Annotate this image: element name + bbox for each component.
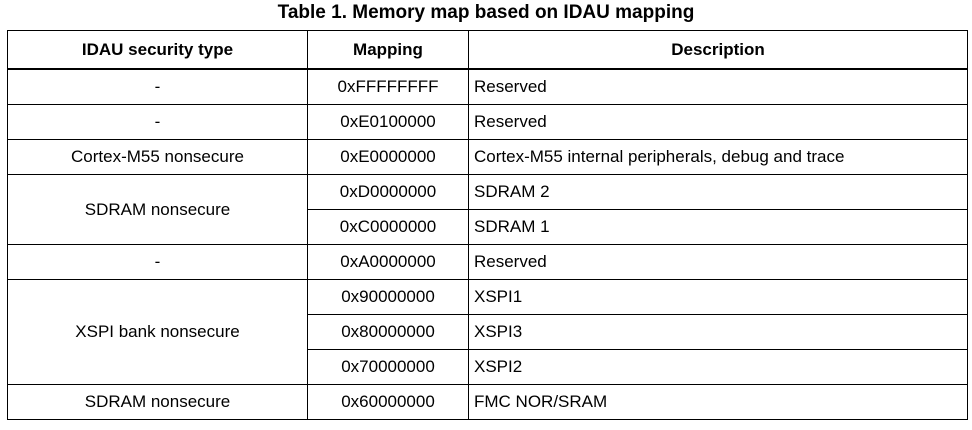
- description-cell: Cortex-M55 internal peripherals, debug a…: [468, 139, 968, 175]
- description-cell: FMC NOR/SRAM: [468, 384, 968, 420]
- table-row: - 0xFFFFFFFF Reserved: [7, 68, 968, 105]
- header-mapping: Mapping: [307, 30, 469, 70]
- security-type-cell: -: [7, 68, 308, 105]
- description-cell: Reserved: [468, 244, 968, 280]
- table-row: Cortex-M55 nonsecure 0xE0000000 Cortex-M…: [7, 139, 968, 175]
- mapping-cell: 0x60000000: [307, 384, 469, 420]
- mapping-cell: 0x70000000: [307, 349, 469, 385]
- security-type-cell: Cortex-M55 nonsecure: [7, 139, 308, 175]
- description-cell: SDRAM 1: [468, 209, 968, 245]
- description-cell: XSPI3: [468, 314, 968, 350]
- table-row: SDRAM nonsecure 0xD0000000 SDRAM 2: [7, 174, 968, 245]
- security-type-cell: SDRAM nonsecure: [7, 384, 308, 420]
- table-row: XSPI bank nonsecure 0x90000000 XSPI1: [7, 279, 968, 385]
- table-row: SDRAM nonsecure 0x60000000 FMC NOR/SRAM: [7, 384, 968, 420]
- description-cell: Reserved: [468, 68, 968, 105]
- mapping-cell: 0xE0000000: [307, 139, 469, 175]
- memory-map-table: IDAU security type Mapping Description -…: [7, 30, 968, 420]
- mapping-cell: 0x80000000: [307, 314, 469, 350]
- mapping-cell: 0xD0000000: [307, 174, 469, 210]
- mapping-cell: 0x90000000: [307, 279, 469, 315]
- mapping-cell: 0xFFFFFFFF: [307, 68, 469, 105]
- description-cell: XSPI1: [468, 279, 968, 315]
- table-row: 0x80000000 XSPI3: [8, 314, 968, 350]
- description-cell: SDRAM 2: [468, 174, 968, 210]
- security-type-cell: SDRAM nonsecure: [7, 174, 308, 245]
- security-type-cell: -: [7, 244, 308, 280]
- table-row: - 0xE0100000 Reserved: [7, 104, 968, 140]
- description-cell: Reserved: [468, 104, 968, 140]
- mapping-cell: 0xE0100000: [307, 104, 469, 140]
- table-row: 0x70000000 XSPI2: [8, 349, 968, 385]
- security-type-cell: XSPI bank nonsecure: [7, 279, 308, 385]
- table-row: - 0xA0000000 Reserved: [7, 244, 968, 280]
- security-type-cell: -: [7, 104, 308, 140]
- description-cell: XSPI2: [468, 349, 968, 385]
- mapping-cell: 0xC0000000: [307, 209, 469, 245]
- table-row: 0xC0000000 SDRAM 1: [8, 209, 968, 245]
- table-header-row: IDAU security type Mapping Description: [7, 30, 968, 70]
- header-security-type: IDAU security type: [7, 30, 308, 70]
- header-description: Description: [468, 30, 968, 70]
- mapping-cell: 0xA0000000: [307, 244, 469, 280]
- table-caption: Table 1. Memory map based on IDAU mappin…: [277, 2, 695, 23]
